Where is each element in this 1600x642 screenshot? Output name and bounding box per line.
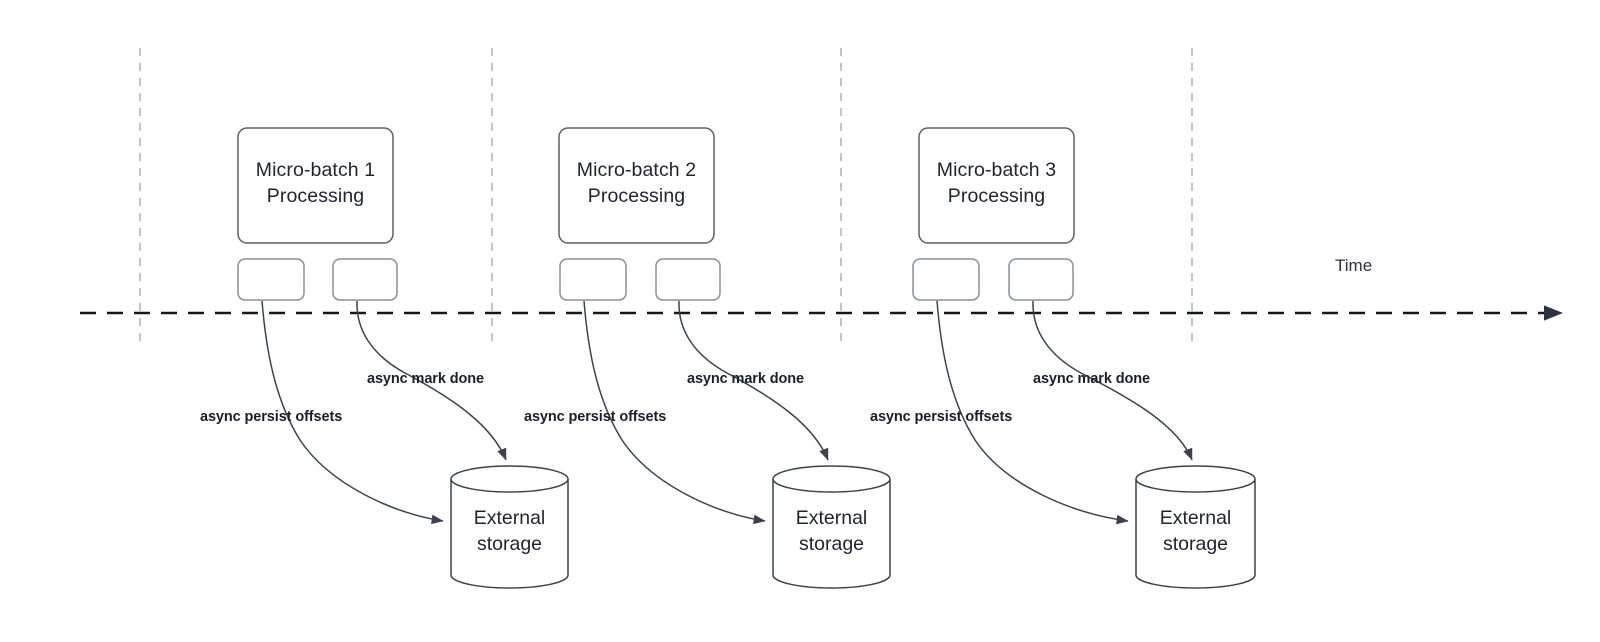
micro-batch-2-box[interactable] xyxy=(558,127,715,244)
task-box-1a[interactable] xyxy=(237,258,305,301)
task-box-1b[interactable] xyxy=(332,258,398,301)
external-storage-3-body[interactable] xyxy=(1135,479,1256,589)
task-box-3a[interactable] xyxy=(912,258,980,301)
external-storage-3-top xyxy=(1135,465,1256,493)
external-storage-2-top xyxy=(772,465,891,493)
edge-persist-offsets-3 xyxy=(936,300,1129,525)
edge-label-mark-done-3: async mark done xyxy=(1033,371,1150,387)
edge-persist-offsets-1 xyxy=(261,300,444,525)
edge-persist-offsets-2 xyxy=(583,300,766,525)
edge-mark-done-3 xyxy=(1032,300,1193,461)
edge-label-mark-done-2: async mark done xyxy=(687,371,804,387)
group-1-shapes xyxy=(237,127,569,589)
timeline-separators xyxy=(139,48,1193,345)
task-box-3b[interactable] xyxy=(1008,258,1074,301)
time-axis-label: Time xyxy=(1335,256,1373,275)
edge-mark-done-2 xyxy=(678,300,829,461)
edge-mark-done-1 xyxy=(356,300,507,461)
task-box-2b[interactable] xyxy=(655,258,721,301)
external-storage-1-top xyxy=(450,465,569,493)
edge-label-persist-offsets-2: async persist offsets xyxy=(524,409,667,425)
micro-batch-3-box[interactable] xyxy=(918,127,1075,244)
group-3-shapes xyxy=(912,127,1256,589)
external-storage-1-body[interactable] xyxy=(450,479,569,589)
group-2-shapes xyxy=(558,127,891,589)
edge-label-persist-offsets-3: async persist offsets xyxy=(870,409,1013,425)
edge-label-persist-offsets-1: async persist offsets xyxy=(200,409,343,425)
external-storage-2-body[interactable] xyxy=(772,479,891,589)
edge-label-mark-done-1: async mark done xyxy=(367,371,484,387)
task-box-2a[interactable] xyxy=(559,258,627,301)
micro-batch-1-box[interactable] xyxy=(237,127,394,244)
